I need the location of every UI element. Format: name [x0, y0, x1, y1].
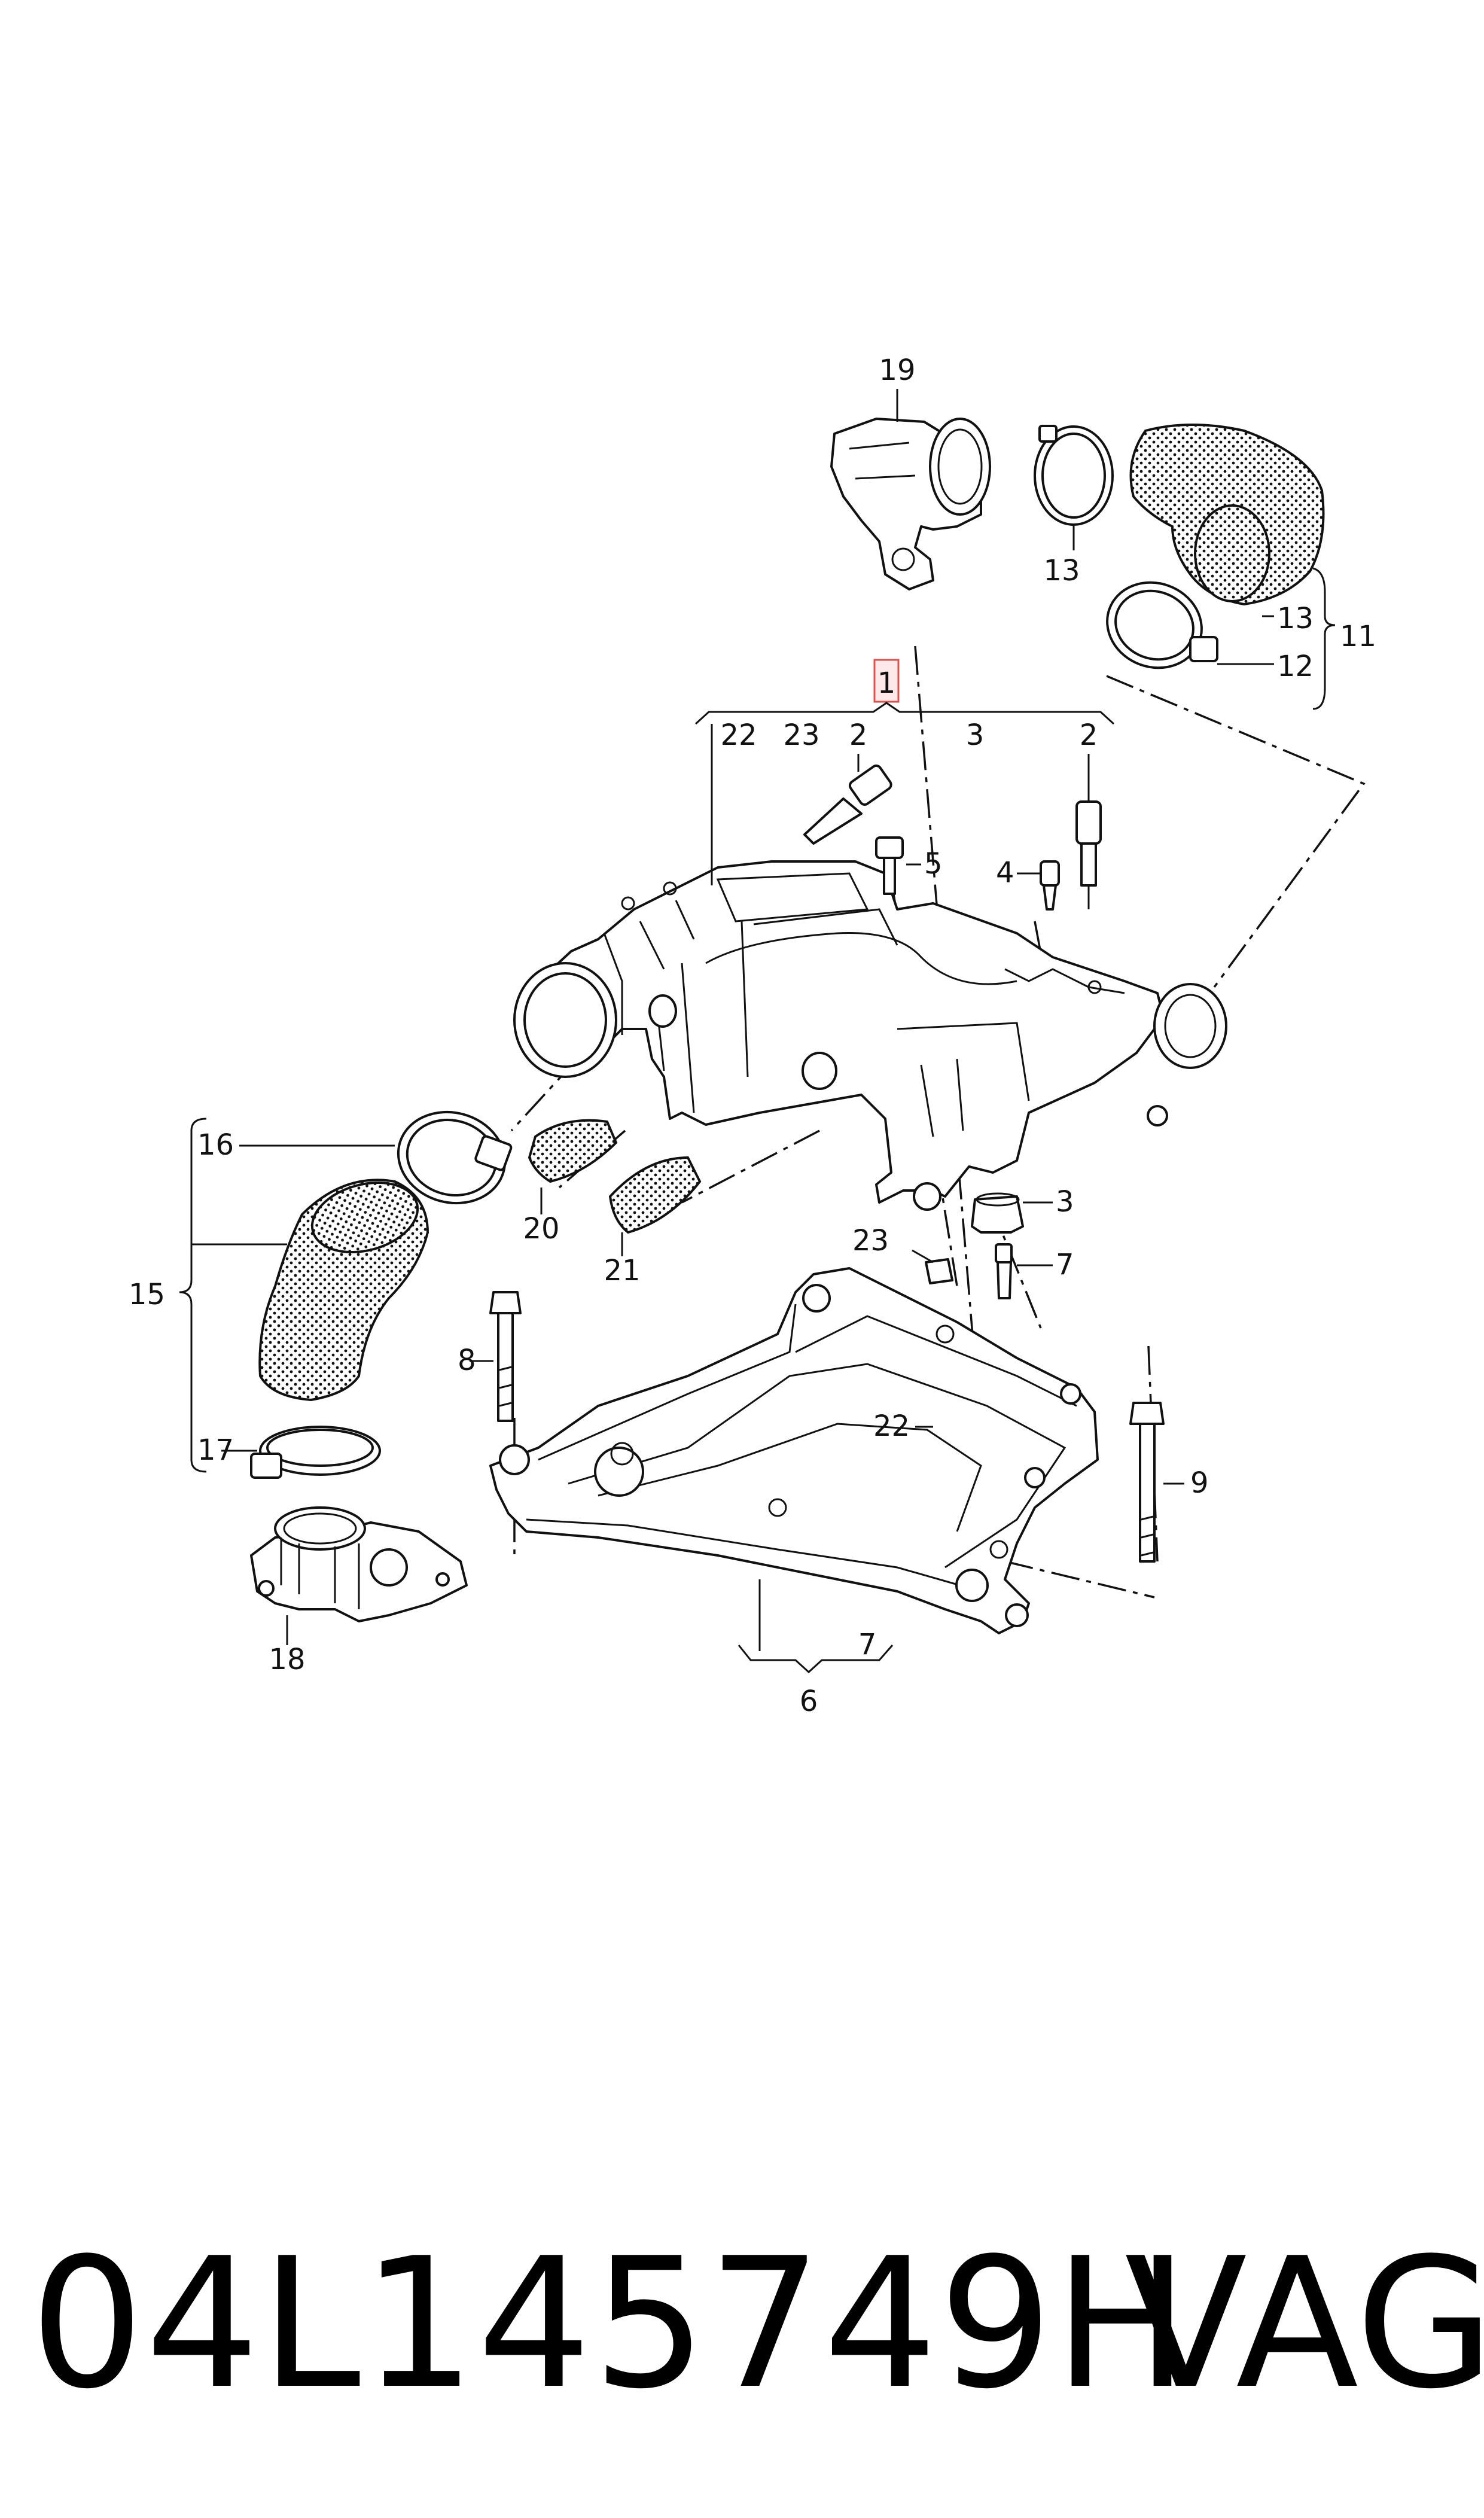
hose-clamp-part-12	[1106, 581, 1218, 669]
hose-part-20	[528, 1119, 618, 1183]
callout-13-upper: 13	[1043, 554, 1080, 587]
callout-23-nut: 23	[852, 1224, 889, 1258]
callout-5: 5	[924, 847, 943, 881]
callout-22-top: 22	[720, 718, 757, 752]
part-number-footer: 04L145749H VAG	[30, 2219, 1484, 2428]
callout-15: 15	[129, 1278, 165, 1311]
charge-air-hose-part-15	[258, 1179, 429, 1402]
sensor-part-2-right	[1075, 800, 1102, 909]
sensor-part-2-left	[803, 764, 892, 845]
callout-16: 16	[197, 1128, 234, 1162]
callout-13-bracket: 13	[1277, 602, 1314, 635]
callout-17: 17	[197, 1433, 234, 1467]
callout-9: 9	[1190, 1466, 1209, 1500]
intake-manifold-intercooler-part-1	[513, 860, 1227, 1211]
callout-4: 4	[996, 856, 1014, 890]
hose-clamp-part-13-upper	[1034, 425, 1114, 526]
callout-11: 11	[1340, 620, 1376, 653]
bracket-frame-part-6	[489, 1267, 1099, 1634]
callout-7-frame: 7	[858, 1628, 877, 1661]
callout-8: 8	[458, 1344, 476, 1377]
callout-2-left: 2	[849, 718, 868, 752]
callout-3-top: 3	[966, 718, 985, 752]
hose-clamp-part-16	[397, 1110, 513, 1205]
throttle-housing-part-19	[830, 418, 991, 590]
part-number: 04L145749H	[30, 2219, 1190, 2428]
brand-label: VAG	[1125, 2219, 1484, 2428]
nut-part-23	[925, 1258, 953, 1284]
hose-clamp-part-17	[250, 1426, 381, 1479]
throttle-body-part-18	[250, 1506, 468, 1622]
screw-part-5	[875, 836, 904, 895]
callout-12: 12	[1277, 650, 1314, 683]
callout-1-highlight[interactable]: 1	[873, 659, 900, 703]
callout-7-bolt: 7	[1056, 1248, 1074, 1281]
callout-6: 6	[800, 1685, 818, 1718]
callout-2-right: 2	[1080, 718, 1098, 752]
callout-18: 18	[269, 1643, 305, 1676]
intake-hose-part-11	[1129, 424, 1325, 606]
callout-3-grommet: 3	[1056, 1185, 1074, 1219]
hose-part-21	[608, 1156, 702, 1234]
callout-21: 21	[604, 1254, 640, 1287]
callout-23-top: 23	[783, 718, 819, 752]
grommet-part-3	[971, 1192, 1024, 1234]
callout-20: 20	[523, 1212, 559, 1246]
bolt-part-7	[995, 1243, 1013, 1299]
callout-22-grommet: 22	[873, 1409, 910, 1443]
callout-1: 1	[877, 666, 896, 700]
bolt-part-8	[489, 1291, 522, 1422]
valve-part-4	[1040, 860, 1060, 911]
callout-19: 19	[879, 354, 915, 387]
bolt-part-9	[1129, 1402, 1165, 1563]
